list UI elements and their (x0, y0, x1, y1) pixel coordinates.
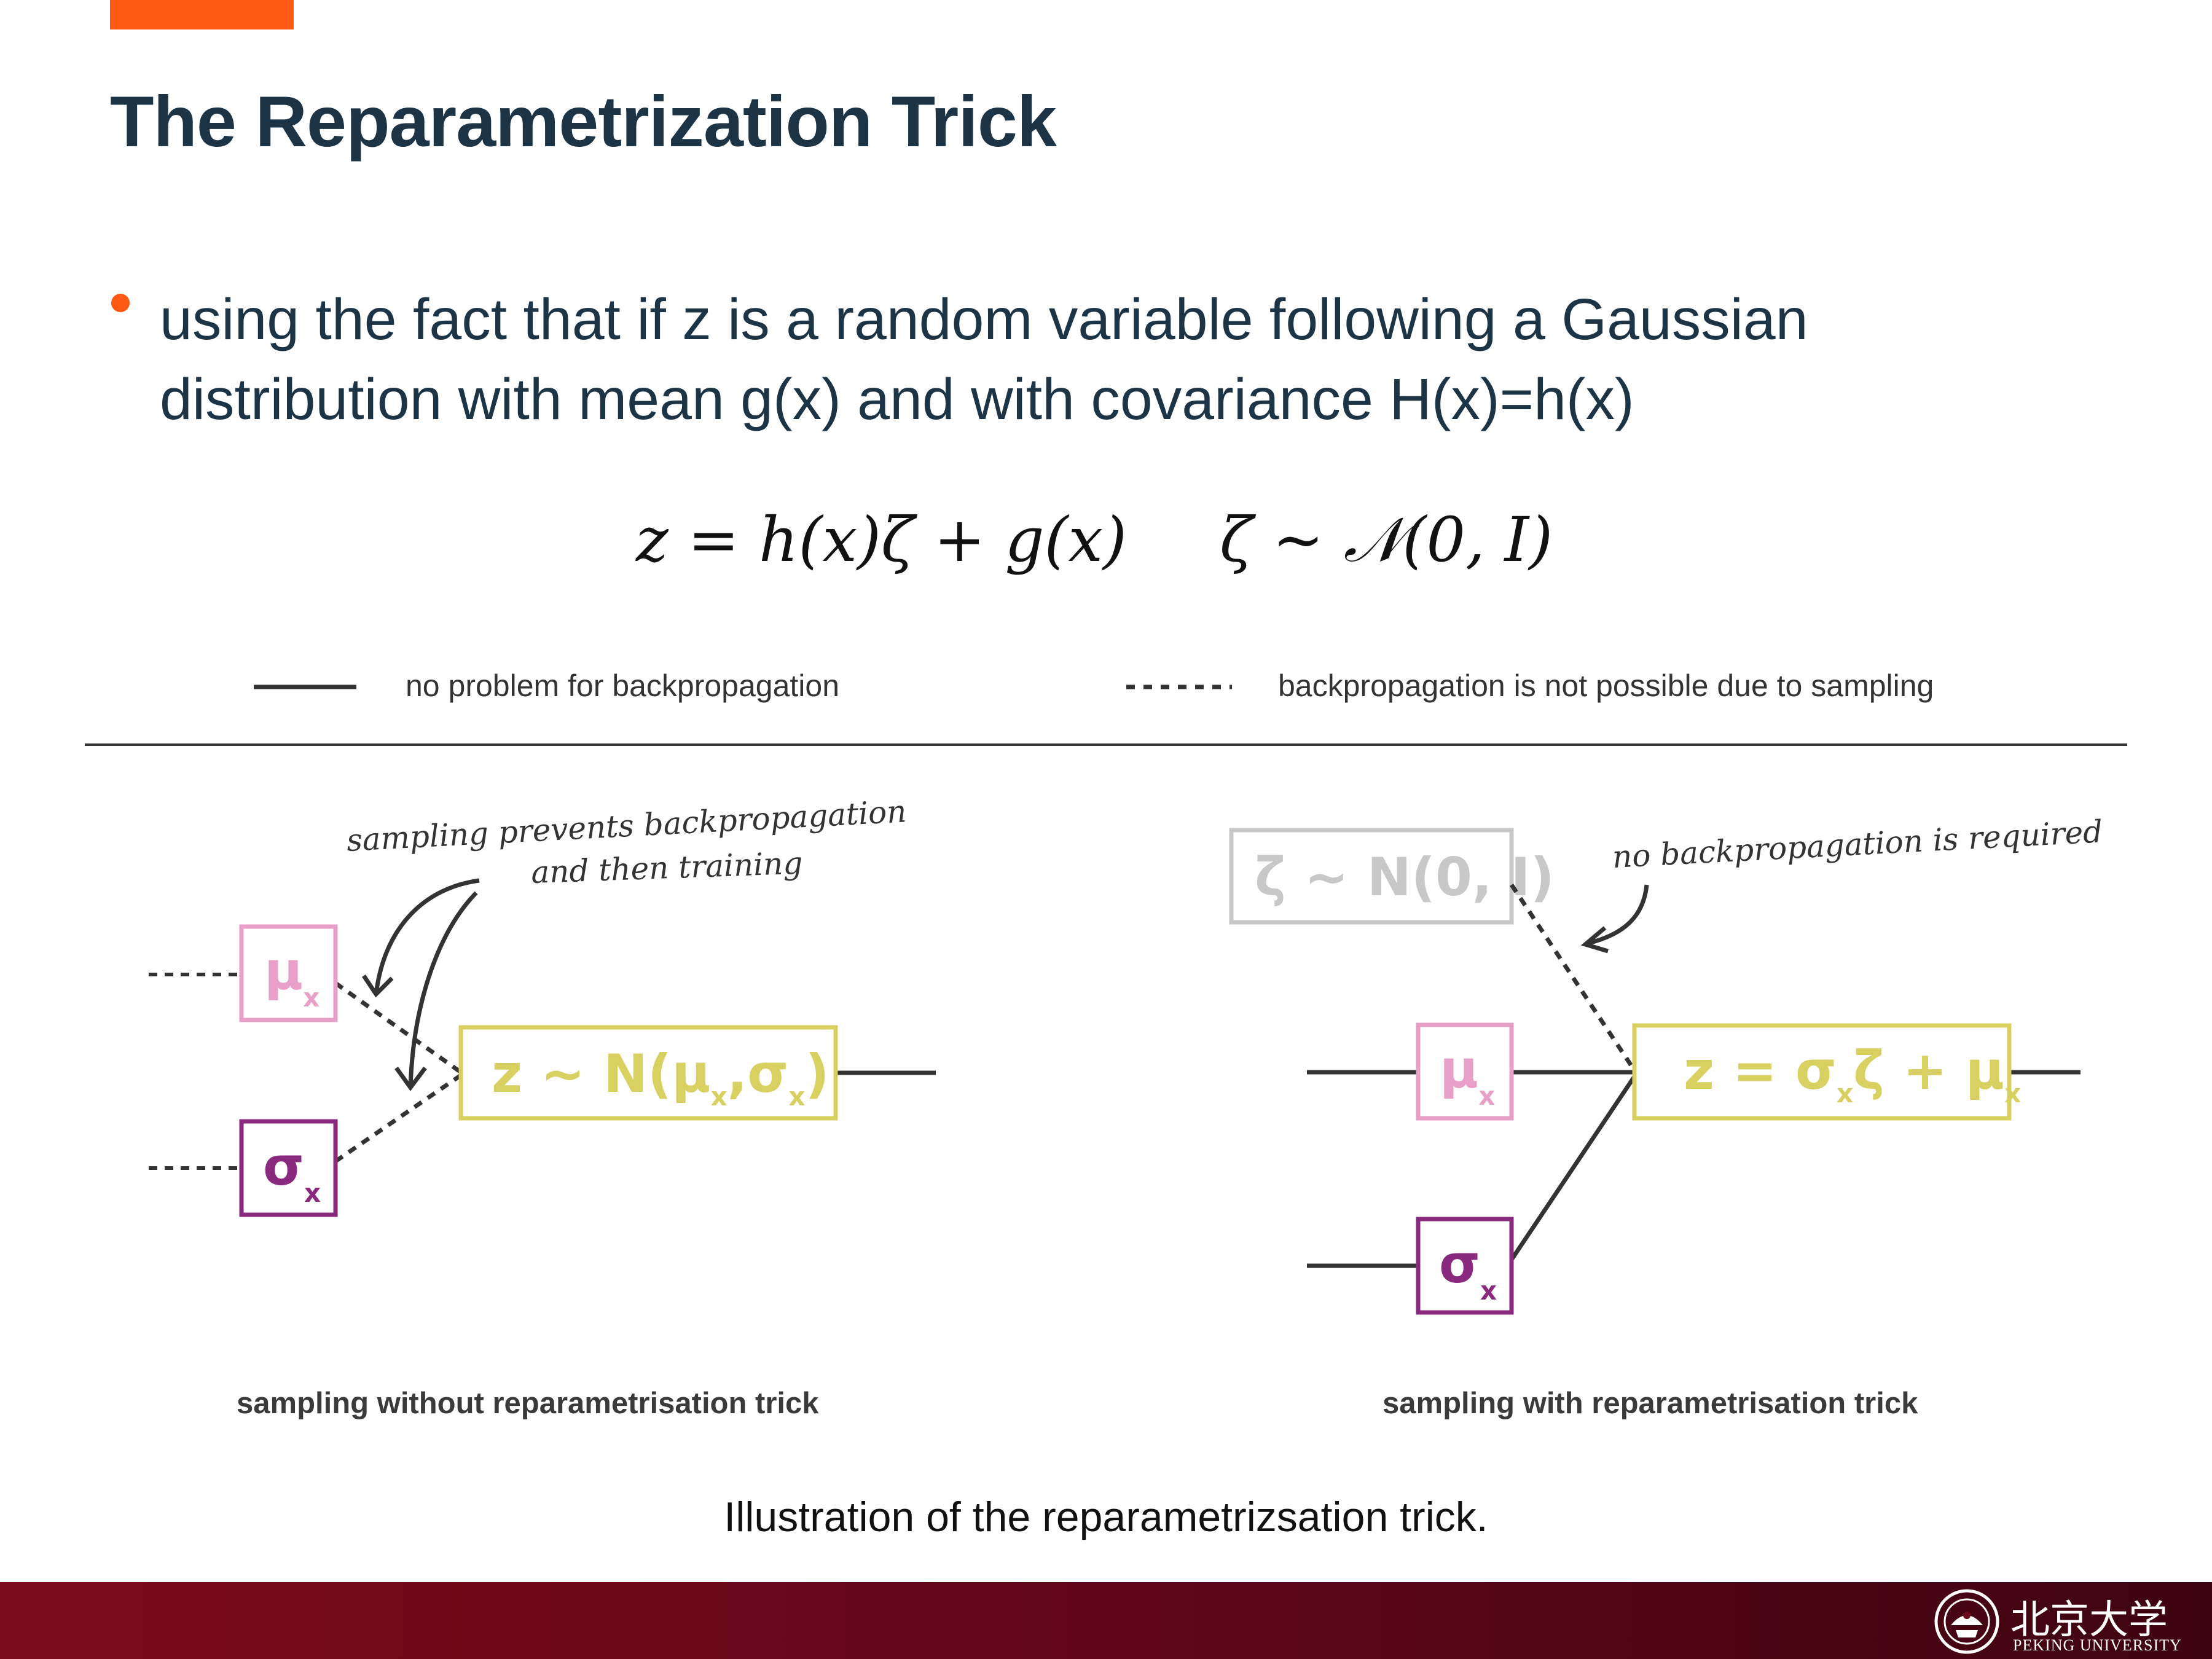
accent-bar (110, 0, 294, 29)
bullet-dot (111, 294, 130, 312)
right-annotation-arrowhead (1580, 926, 1609, 954)
right-diagram: ζ ~ N(0, I) no backpropagation is requir… (1229, 814, 2104, 1420)
legend-dashed-label: backpropagation is not possible due to s… (1278, 669, 1934, 703)
right-annotation: no backpropagation is required (1612, 814, 2104, 875)
left-sigma-label: σx (263, 1136, 321, 1208)
right-z-node-label: z = σxζ + μx (1684, 1040, 2021, 1108)
left-sample-node-label: z ~ N(μx,σx) (492, 1043, 830, 1112)
slide-title: The Reparametrization Trick (110, 81, 1057, 162)
left-sample-node (458, 1025, 838, 1121)
left-arrow-to-mu (374, 878, 480, 995)
figure-caption: Illustration of the reparametrizsation t… (724, 1494, 1488, 1540)
left-annotation-line1: sampling prevents backpropagation (346, 793, 908, 858)
right-noise-label: ζ ~ N(0, I) (1255, 847, 1555, 908)
left-arrowhead-mu (362, 975, 394, 998)
left-annotation-line2: and then training (530, 845, 803, 890)
left-mu-label: μx (264, 941, 320, 1013)
right-diagram-caption: sampling with reparametrisation trick (1382, 1387, 1918, 1420)
left-mu-to-sample-line (334, 981, 463, 1074)
university-seal-icon (1934, 1589, 1999, 1654)
left-mu-box (239, 924, 338, 1022)
right-mu-label: μx (1440, 1039, 1495, 1111)
right-sigma-label: σx (1439, 1234, 1497, 1306)
footer-bar (0, 1582, 2212, 1659)
left-sigma-to-sample-line (334, 1073, 462, 1163)
left-arrowhead-sigma (394, 1066, 427, 1091)
formula-reparam: z = h(x)ζ + g(x) (636, 504, 1127, 576)
university-name-cn: 北京大学 (2010, 1598, 2168, 1643)
university-name-en: PEKING UNIVERSITY (2013, 1636, 2182, 1654)
right-mu-box (1416, 1022, 1514, 1121)
legend-solid-label: no problem for backpropagation (406, 669, 839, 703)
right-noise-to-z-line (1510, 884, 1636, 1072)
reparam-diagram: no problem for backpropagation backpropa… (85, 669, 2127, 1420)
bullet-text: using the fact that if z is a random var… (160, 287, 1808, 432)
right-annotation-arrow (1588, 884, 1649, 946)
right-z-node (1632, 1023, 2012, 1121)
left-sigma-box (239, 1119, 338, 1217)
left-diagram: sampling prevents backpropagation and th… (149, 793, 936, 1420)
left-arrow-to-sigma (408, 891, 478, 1088)
right-noise-box (1229, 828, 1514, 925)
right-sigma-box (1416, 1217, 1514, 1315)
formula-noise: ζ ~ 𝒩(0, I) (1220, 504, 1553, 576)
right-sigma-to-z-line (1510, 1075, 1636, 1261)
left-diagram-caption: sampling without reparametrisation trick (237, 1387, 819, 1420)
